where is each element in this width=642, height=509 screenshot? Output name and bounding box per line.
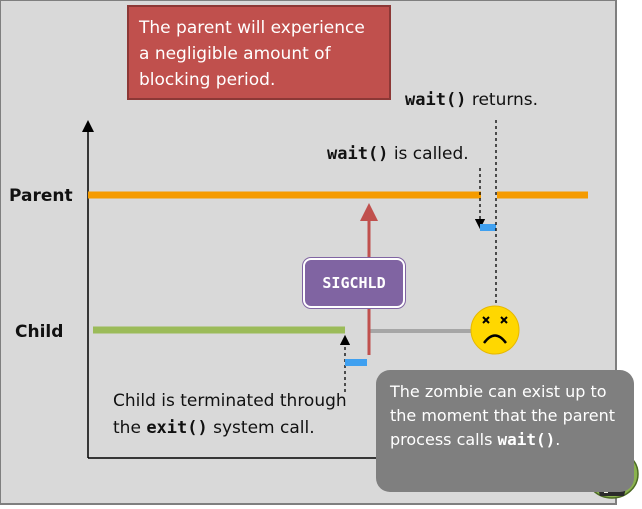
sigchld-box: SIGCHLD [303, 258, 405, 308]
wait-returns-caption: wait() returns. [405, 90, 538, 110]
exit-caption-post: system call. [213, 418, 315, 438]
zombie-note-text: The zombie can exist up to the moment th… [390, 382, 616, 449]
exit-caption: Child is terminated through the exit() s… [113, 388, 347, 442]
wait-called-code: wait() [327, 144, 389, 164]
wait-returns-code: wait() [405, 90, 467, 110]
wait-called-text: is called. [393, 144, 469, 164]
wait-returns-text: returns. [471, 90, 539, 110]
exit-caption-line2: the exit() system call. [113, 415, 347, 442]
child-label: Child [15, 322, 64, 342]
parent-blocking-gap [481, 190, 497, 200]
dizzy-sad-face-icon [470, 305, 520, 355]
exit-caption-pre: the [113, 418, 141, 438]
wait-marker [480, 224, 496, 231]
wait-called-caption: wait() is called. [327, 144, 469, 164]
zombie-note-end: . [555, 430, 561, 449]
exit-marker [345, 359, 367, 366]
exit-caption-line1: Child is terminated through [113, 391, 347, 411]
zombie-note-code: wait() [497, 430, 556, 449]
parent-label: Parent [9, 186, 73, 206]
zombie-note: The zombie can exist up to the moment th… [376, 370, 634, 492]
blocking-note: The parent will experience a negligible … [127, 5, 391, 100]
exit-code: exit() [146, 418, 208, 438]
